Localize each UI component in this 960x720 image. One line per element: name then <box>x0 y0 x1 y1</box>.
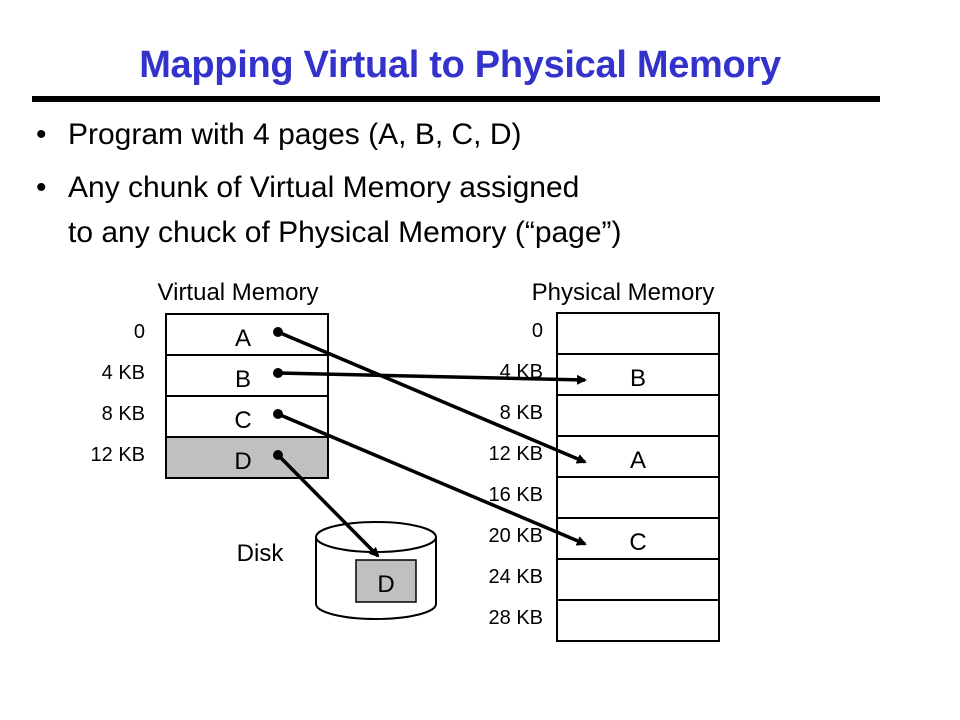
bullet-text: Program with 4 pages (A, B, C, D) <box>68 118 522 151</box>
mapping-arrow-b <box>277 371 587 385</box>
physical-memory-header: Physical Memory <box>532 279 715 306</box>
disk-page-d <box>355 559 417 603</box>
virtual-memory-header: Virtual Memory <box>158 279 319 306</box>
slide-title: Mapping Virtual to Physical Memory <box>139 44 781 86</box>
virtual-page-label: B <box>235 366 251 393</box>
physical-frame-7 <box>556 599 720 642</box>
virtual-page-c <box>165 395 329 438</box>
physical-frame-4 <box>556 476 720 519</box>
virtual-offset-label: 8 KB <box>102 403 145 425</box>
physical-offset-label: 28 KB <box>489 607 543 629</box>
virtual-page-label: A <box>235 325 251 352</box>
mapping-arrow-c <box>277 412 587 546</box>
physical-offset-label: 20 KB <box>489 525 543 547</box>
virtual-offset-label: 0 <box>134 321 145 343</box>
physical-frame-6 <box>556 558 720 601</box>
bullet-marker: • <box>36 171 47 204</box>
disk-page-label: D <box>377 571 394 598</box>
bullet-text-line-2: to any chuck of Physical Memory (“page”) <box>68 216 622 249</box>
virtual-page-d <box>165 436 329 479</box>
mapping-arrow-d <box>276 453 380 558</box>
physical-frame-label: A <box>630 447 646 474</box>
physical-frame-2 <box>556 394 720 437</box>
disk-cylinder: D <box>315 521 437 620</box>
physical-offset-label: 16 KB <box>489 484 543 506</box>
title-divider <box>32 96 880 102</box>
physical-offset-label: 8 KB <box>500 402 543 424</box>
virtual-offset-label: 4 KB <box>102 362 145 384</box>
virtual-page-label: D <box>234 448 251 475</box>
disk-label: Disk <box>237 540 285 567</box>
mapping-arrow-a <box>277 330 587 464</box>
physical-offset-label: 12 KB <box>489 443 543 465</box>
bullet-text-line-1: Any chunk of Virtual Memory assigned <box>68 171 580 204</box>
physical-frame-label: C <box>629 529 646 556</box>
physical-offset-label: 0 <box>532 320 543 342</box>
physical-frame-3 <box>556 435 720 478</box>
virtual-page-label: C <box>234 407 251 434</box>
virtual-offset-label: 12 KB <box>91 444 145 466</box>
physical-frame-label: B <box>630 365 646 392</box>
virtual-page-a <box>165 313 329 356</box>
mapping-arrows <box>273 327 587 558</box>
physical-offset-label: 24 KB <box>489 566 543 588</box>
bullet-marker: • <box>36 118 47 151</box>
physical-frame-0 <box>556 312 720 355</box>
